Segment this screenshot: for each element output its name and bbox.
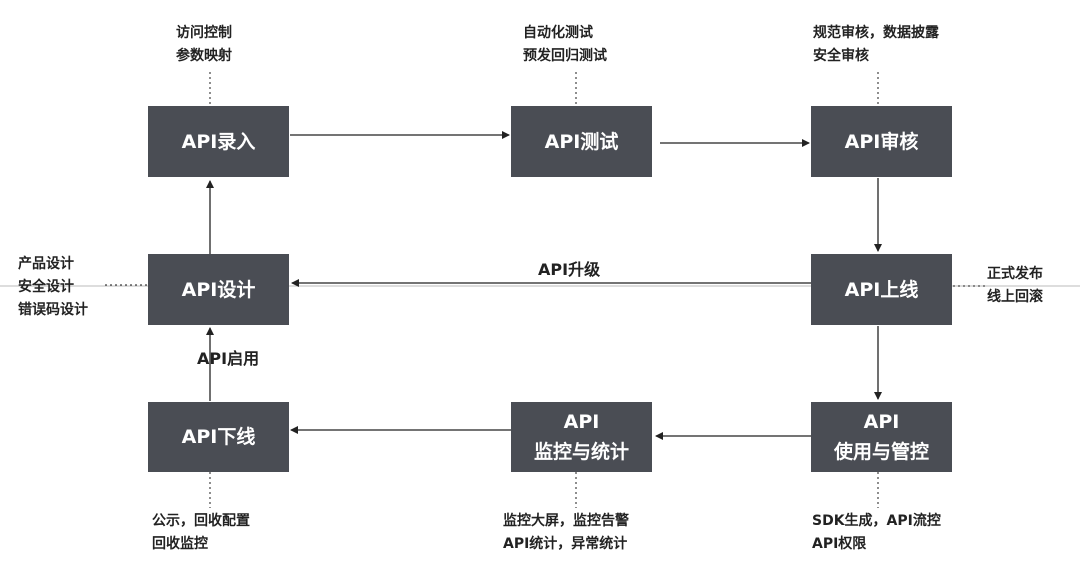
note-review-line: 规范审核，数据披露	[813, 25, 939, 41]
node-api-monitor: API 监控与统计	[511, 402, 652, 472]
note-monitor-line: 监控大屏，监控告警	[503, 513, 629, 529]
note-offline-line: 公示，回收配置	[152, 513, 250, 529]
node-api-offline: API下线	[148, 402, 289, 472]
note-review: 规范审核，数据披露 安全审核	[813, 22, 939, 68]
note-offline: 公示，回收配置 回收监控	[152, 510, 250, 556]
note-design: 产品设计 安全设计 错误码设计	[18, 253, 88, 322]
node-api-monitor-line2: 监控与统计	[533, 441, 629, 463]
node-api-design-label: API设计	[181, 278, 256, 301]
edge-label-upgrade: API升级	[538, 260, 601, 279]
note-review-line: 安全审核	[813, 48, 869, 64]
note-entry: 访问控制 参数映射	[176, 22, 232, 68]
node-api-review-label: API审核	[844, 130, 919, 153]
note-design-line: 产品设计	[18, 256, 74, 272]
node-api-entry-label: API录入	[181, 130, 256, 153]
note-entry-line: 访问控制	[176, 25, 232, 41]
note-design-line: 错误码设计	[18, 302, 88, 318]
note-online: 正式发布 线上回滚	[987, 263, 1043, 309]
note-online-line: 线上回滚	[987, 289, 1043, 305]
note-use: SDK生成，API流控 API权限	[812, 510, 941, 556]
node-api-test-label: API测试	[544, 130, 619, 153]
note-test-line: 预发回归测试	[523, 48, 607, 64]
node-api-test: API测试	[511, 106, 652, 177]
note-monitor: 监控大屏，监控告警 API统计，异常统计	[503, 510, 629, 556]
note-offline-line: 回收监控	[152, 536, 208, 552]
note-use-line: API权限	[812, 536, 867, 552]
node-api-online-label: API上线	[844, 278, 919, 301]
node-api-review: API审核	[811, 106, 952, 177]
edge-label-enable: API启用	[197, 349, 260, 368]
note-use-line: SDK生成，API流控	[812, 513, 941, 529]
note-test-line: 自动化测试	[523, 25, 593, 41]
note-design-line: 安全设计	[18, 279, 74, 295]
node-api-offline-label: API下线	[181, 426, 256, 448]
node-api-use-line2: 使用与管控	[833, 441, 929, 463]
node-api-online: API上线	[811, 254, 952, 325]
node-api-design: API设计	[148, 254, 289, 325]
note-test: 自动化测试 预发回归测试	[523, 22, 607, 68]
node-api-use-line1: API	[863, 411, 900, 433]
note-online-line: 正式发布	[987, 266, 1043, 282]
node-api-monitor-line1: API	[563, 411, 600, 433]
node-api-use: API 使用与管控	[811, 402, 952, 472]
node-api-entry: API录入	[148, 106, 289, 177]
note-monitor-line: API统计，异常统计	[503, 536, 628, 552]
note-entry-line: 参数映射	[176, 48, 232, 64]
